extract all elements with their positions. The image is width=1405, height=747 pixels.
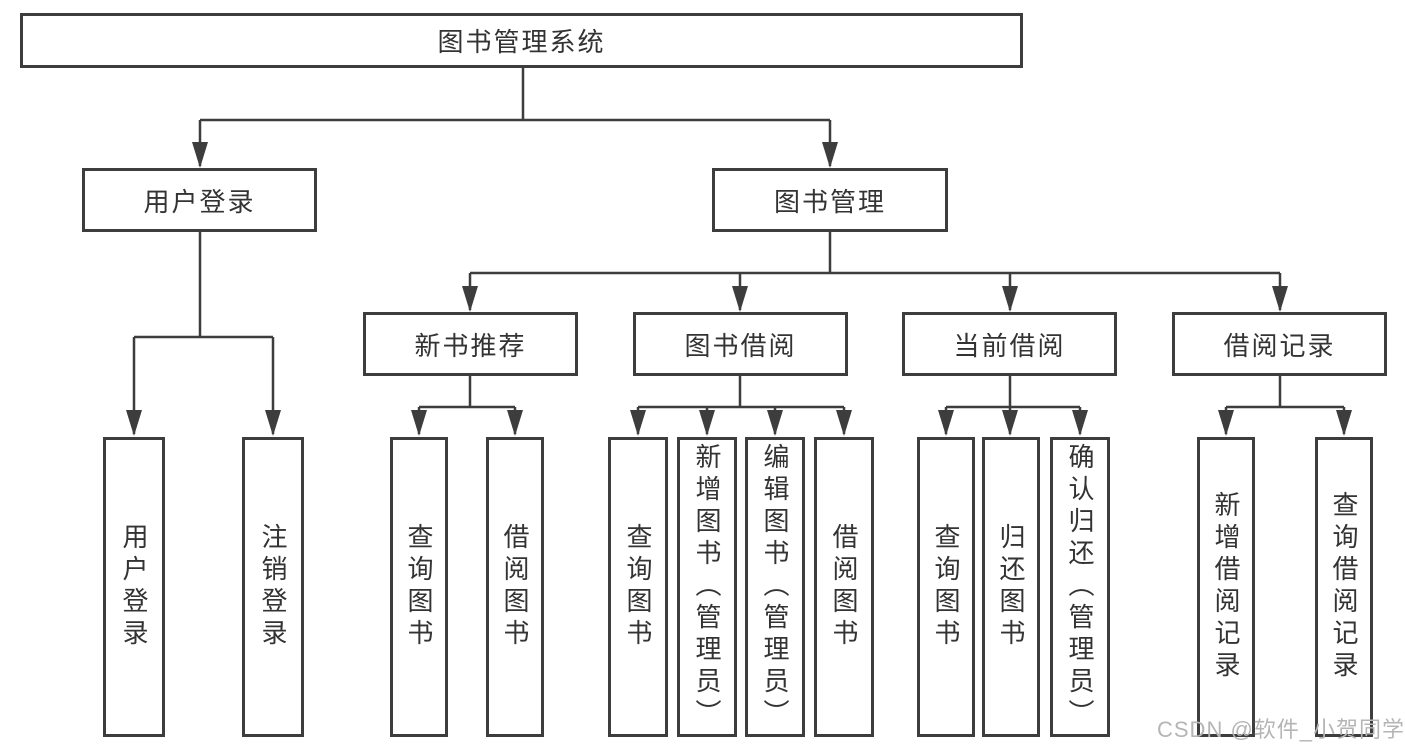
connector-root-to-level2	[192, 68, 838, 168]
leaf-borrowing-add-books-admin: 新增图书（管理员）	[677, 437, 737, 737]
node-book-management: 图书管理	[712, 168, 948, 232]
node-current-borrowing: 当前借阅	[902, 312, 1117, 376]
connector-book-management-to-level3	[462, 232, 1288, 312]
leaf-borrowing-borrow-books: 借阅图书	[814, 437, 874, 737]
node-user-login: 用户登录	[82, 168, 317, 232]
leaf-user-login: 用户登录	[103, 437, 165, 737]
leaf-recommend-query-books: 查询图书	[390, 437, 448, 737]
node-root-library-system: 图书管理系统	[20, 13, 1023, 68]
leaf-records-add-record: 新增借阅记录	[1197, 437, 1255, 737]
connector-borrowing-records-to-leaves	[1218, 376, 1352, 436]
connector-new-book-recommend-to-leaves	[411, 376, 523, 436]
node-borrowing-records: 借阅记录	[1172, 312, 1387, 376]
leaf-logout: 注销登录	[242, 437, 304, 737]
leaf-recommend-borrow-books: 借阅图书	[486, 437, 544, 737]
leaf-current-query-books: 查询图书	[917, 437, 975, 737]
leaf-current-confirm-return-admin: 确认归还（管理员）	[1050, 437, 1110, 737]
connector-current-borrowing-to-leaves	[938, 376, 1088, 436]
connector-user-login-to-leaves	[126, 232, 281, 436]
leaf-records-query-record: 查询借阅记录	[1315, 437, 1373, 737]
connector-book-borrowing-to-leaves	[630, 376, 852, 436]
leaf-borrowing-query-books: 查询图书	[608, 437, 668, 737]
leaf-borrowing-edit-books-admin: 编辑图书（管理员）	[745, 437, 805, 737]
node-book-borrowing: 图书借阅	[633, 312, 848, 376]
node-new-book-recommend: 新书推荐	[363, 312, 578, 376]
leaf-current-return-books: 归还图书	[982, 437, 1040, 737]
